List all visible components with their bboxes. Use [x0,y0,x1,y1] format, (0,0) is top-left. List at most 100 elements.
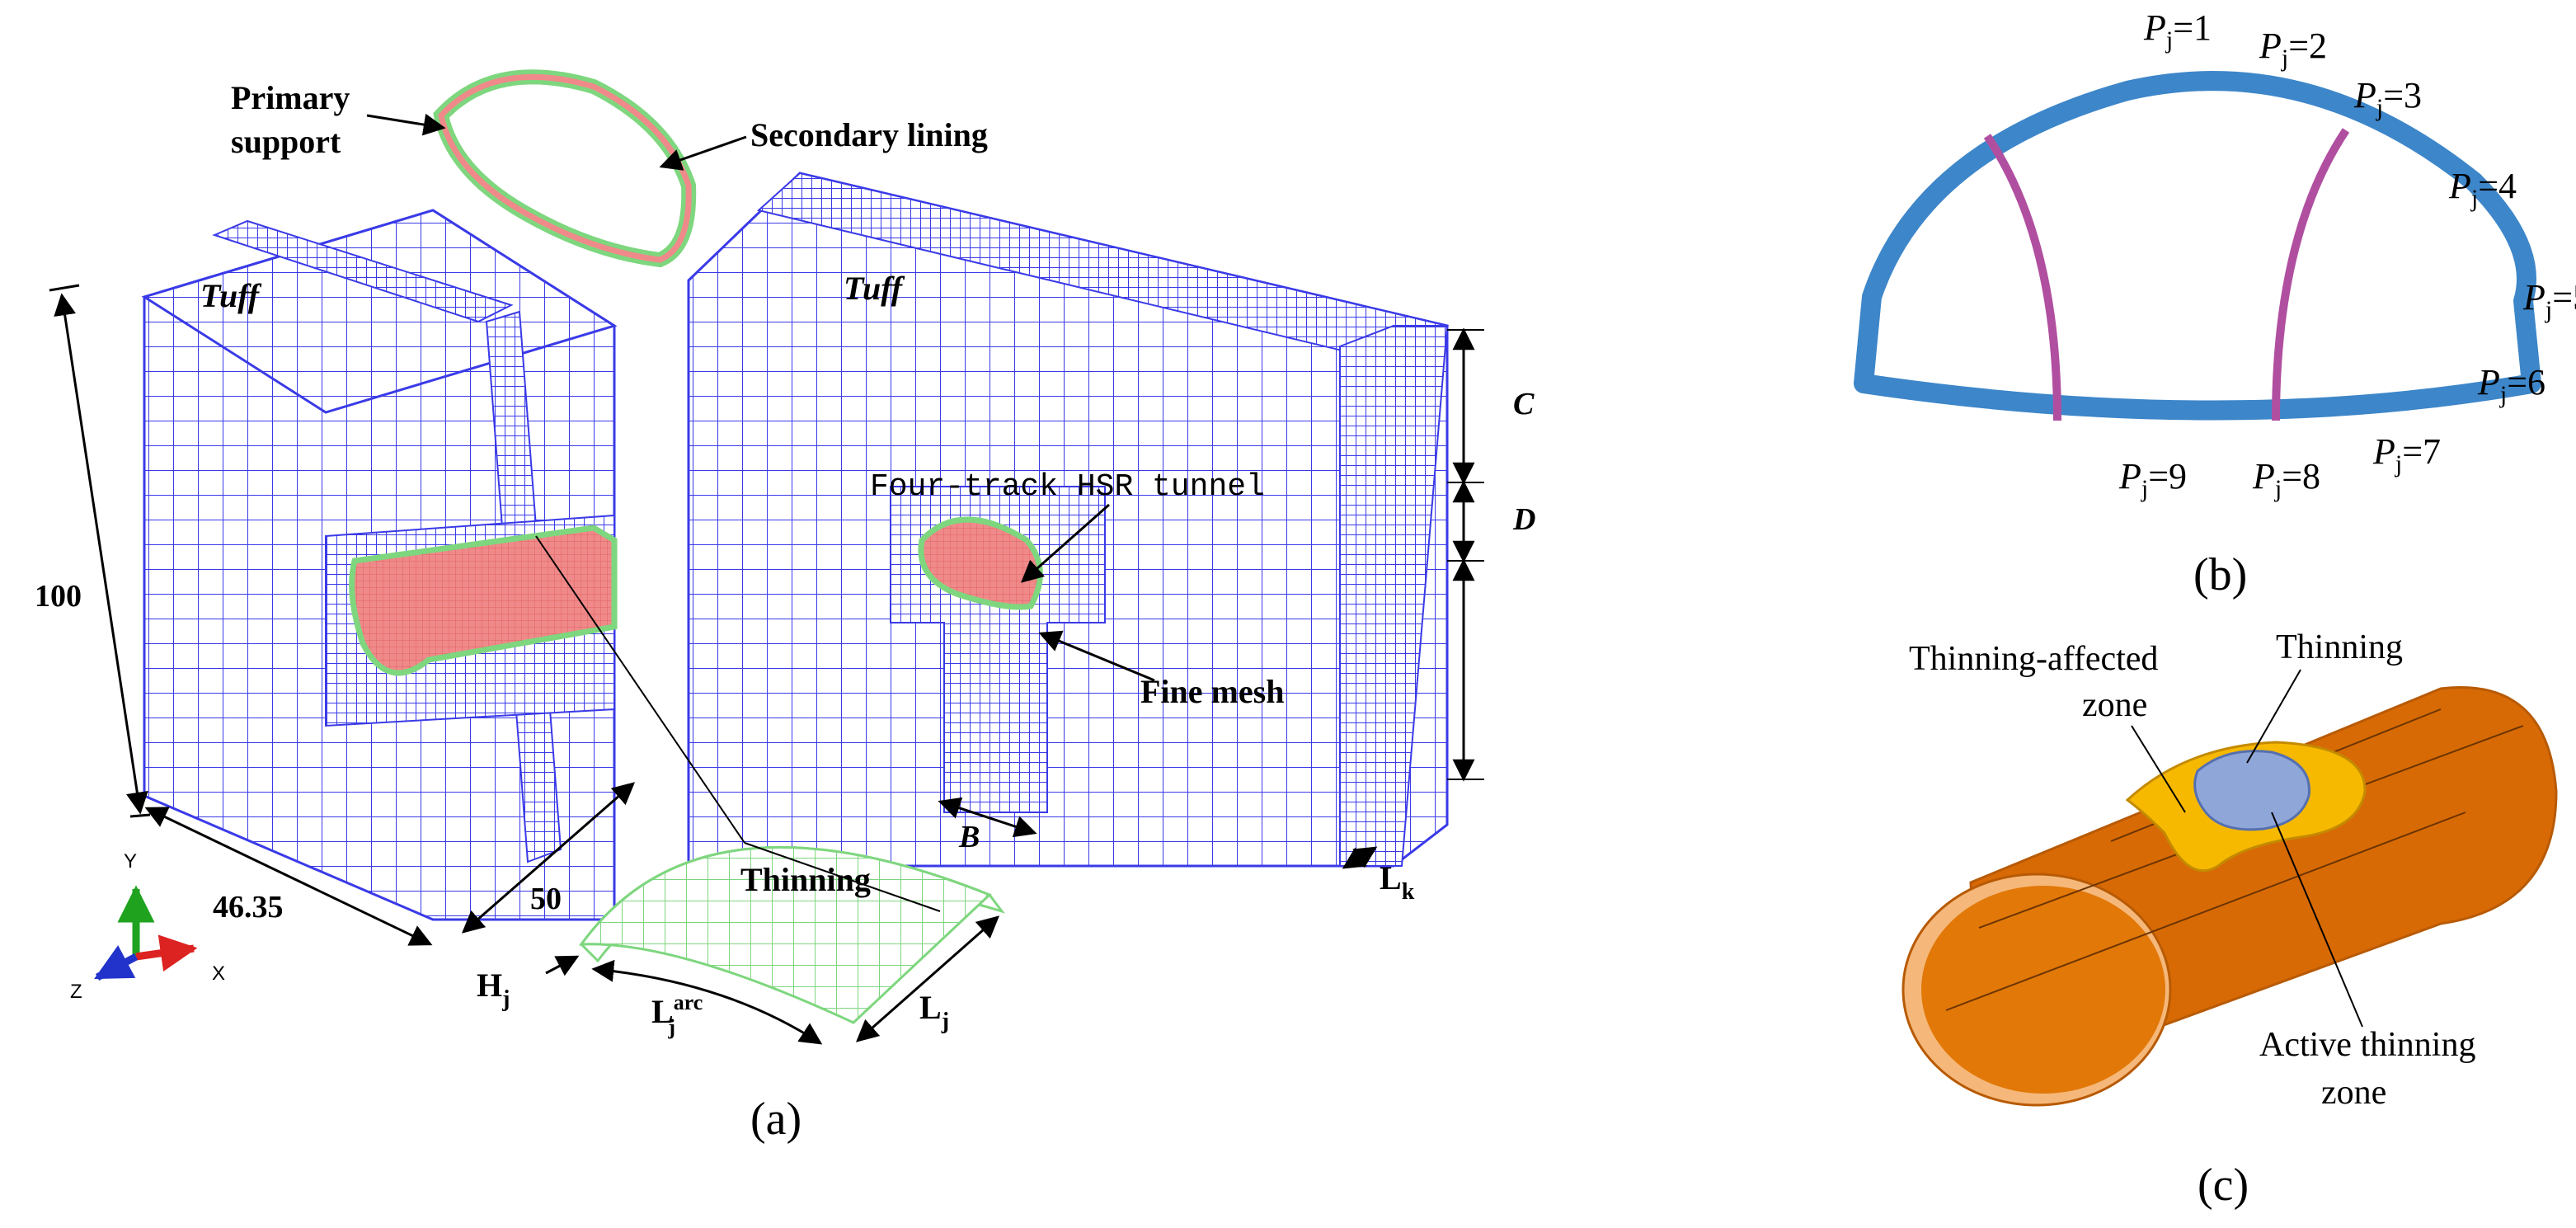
p8-eq: =8 [2282,456,2320,496]
panel-c-caption: (c) [2198,1160,2249,1211]
secondary-lining-label: Secondary lining [750,116,988,153]
p8-symbol: P [2252,456,2275,496]
p1-sub: j [2165,26,2173,54]
point-label-5: Pj=5 [2522,277,2576,323]
Larc-main: L [651,993,674,1030]
point-label-2: Pj=2 [2259,26,2327,72]
point-label-8: Pj=8 [2252,456,2320,502]
width-dimension-value: 46.35 [213,890,284,925]
active-thinning-zone [2193,750,2310,831]
p6-symbol: P [2477,362,2500,402]
p8-sub: j [2274,475,2282,502]
primary-support-label-line2: support [231,123,341,160]
p9-sub: j [2141,475,2148,502]
left-block-dense-strip [212,219,514,323]
Larc-dimension-line [591,959,823,1045]
dim-B-label: B [958,820,980,854]
p5-symbol: P [2522,277,2545,318]
left-block-top-face [141,209,618,414]
panel-c: Thinning-affected zone Thinning Active t… [1901,628,2558,1211]
p9-symbol: P [2118,456,2141,496]
left-tuff-label: Tuff [200,277,262,314]
p6-eq: =6 [2507,362,2545,402]
thinning-leader [2246,669,2301,764]
dim-B-line [938,797,1037,838]
right-mesh-block [687,172,1450,868]
thinning-label: Thinning [2276,628,2403,666]
width-dimension-line [144,807,433,946]
Lj-main: L [919,989,942,1026]
p4-symbol: P [2448,166,2471,206]
Larc-sup: arc [674,990,703,1014]
p7-symbol: P [2372,431,2395,472]
thinning-affected-label-line2: zone [2082,686,2147,724]
point-label-4: Pj=4 [2448,166,2517,212]
lining-ring [433,69,697,268]
p1-symbol: P [2143,7,2166,48]
Lj-sub: j [941,1009,949,1034]
panel-a-caption: (a) [750,1094,801,1145]
depth-dimension-line [461,782,636,934]
depth-dimension-value: 50 [530,882,562,916]
fine-mesh-leader [1038,630,1155,682]
Hj-label: Hj [477,967,510,1012]
p1-eq: =1 [2173,7,2212,48]
p6-sub: j [2499,381,2507,408]
height-dim-tick-bottom [129,813,151,818]
right-tunnel-section [918,516,1043,610]
secondary-lining-leader [659,135,747,171]
panel-b: Pj=1 Pj=2 Pj=3 Pj=4 Pj=5 Pj=6 Pj=7 Pj=8 … [1854,7,2576,600]
y-axis-label: Y [124,850,137,873]
height-dimension-value: 100 [35,579,82,614]
p2-symbol: P [2259,26,2282,66]
Lj-dimension-line [855,915,1000,1042]
tunnel-lining-contour [1854,71,2541,421]
tube-front-opening [1921,886,2165,1094]
secondary-lining-ring [438,73,692,263]
p3-symbol: P [2353,75,2376,115]
tunnel-leader [1020,503,1110,583]
Hj-sub: j [501,986,510,1012]
thinning-leader-2 [744,842,941,912]
Lk-sub: k [1402,879,1415,905]
point-label-9: Pj=9 [2118,456,2187,502]
p7-sub: j [2395,450,2402,478]
height-dim-tick-top [49,284,80,292]
Hj-main: H [477,967,502,1004]
dim-D-label: D [1512,502,1535,537]
active-thinning-label-line1: Active thinning [2259,1026,2475,1064]
primary-support-leader [366,113,446,136]
left-mesh-block [141,209,618,921]
p2-sub: j [2281,45,2288,72]
point-label-6: Pj=6 [2477,362,2545,408]
left-tunnel-section [349,525,618,676]
p7-eq: =7 [2402,431,2441,472]
z-axis-arrow [94,945,139,981]
Hj-leader [545,955,580,976]
temporary-support-left [1983,134,2061,421]
thinning-leader-1 [535,535,745,844]
axis-triad: Y X Z [70,850,225,1003]
tunnel-label: Four-track HSR tunnel [870,469,1265,505]
x-axis-label: X [212,962,225,985]
active-thinning-label-line2: zone [2321,1074,2386,1112]
p9-eq: =9 [2148,456,2187,496]
dim-Lk-label: Lk [1380,859,1415,905]
dim-Lk-line [1342,846,1378,869]
right-block-side-face [1339,325,1449,867]
fine-mesh-label: Fine mesh [1140,673,1284,710]
thinning-affected-leader [2131,725,2186,813]
p2-eq: =2 [2288,26,2327,66]
panel-a: Tuff 100 46.35 50 Tuff Primary support S… [35,69,1535,1145]
p5-sub: j [2545,296,2552,323]
p5-eq: =5 [2552,277,2576,318]
point-label-7: Pj=7 [2372,431,2441,478]
active-thinning-leader [2271,812,2363,1028]
z-axis-label: Z [70,981,82,1003]
dim-C-label: C [1513,387,1535,421]
Lj-label: Lj [919,989,949,1034]
p4-sub: j [2470,185,2478,212]
point-label-3: Pj=3 [2353,75,2422,121]
